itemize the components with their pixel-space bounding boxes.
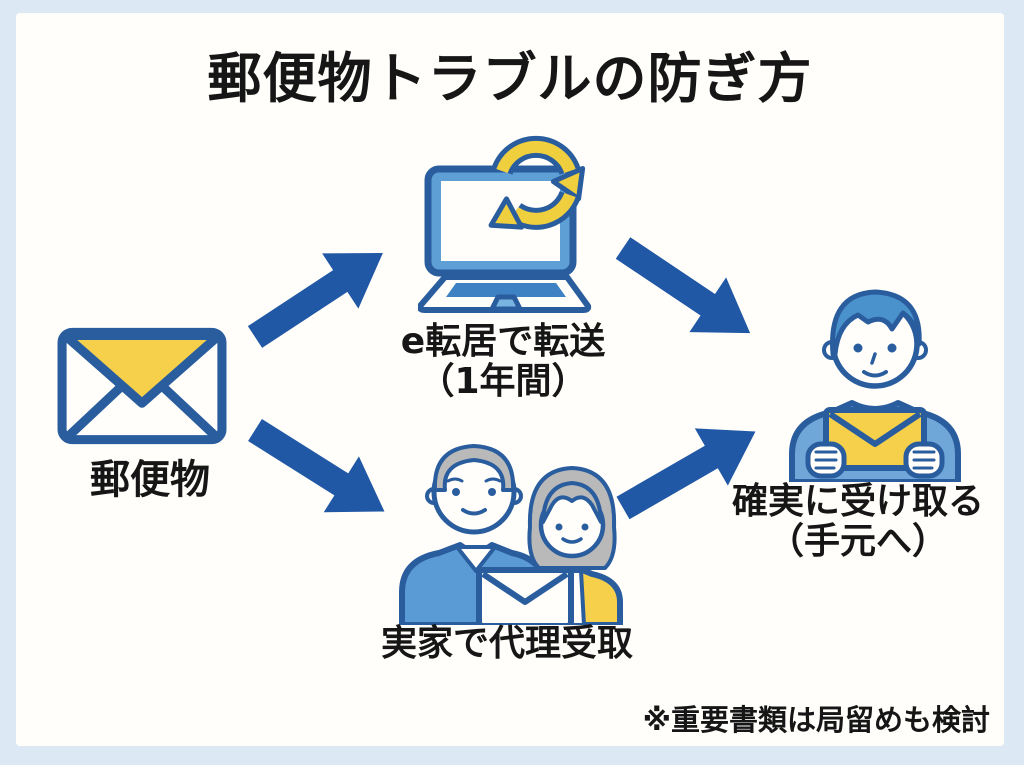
receive-label: 確実に受け取る （手元へ） [706,481,1010,563]
footnote: ※重要書類は局留めも検討 [642,703,990,737]
receive-label-line1: 確実に受け取る [731,481,984,522]
receive-label-line2: （手元へ） [767,521,948,563]
mail-label: 郵便物 [90,457,210,503]
person-holding-envelope-icon [780,282,970,482]
page-title: 郵便物トラブルの防ぎ方 [207,47,813,110]
elderly-couple-icon [394,430,644,625]
forward-label-line1: e転居で転送 [400,321,606,362]
forward-label-line2: （1年間） [418,361,588,403]
forward-label: e転居で転送 （1年間） [353,321,653,403]
proxy-label: 実家で代理受取 [380,623,633,664]
sync-arrows-icon [488,135,586,230]
laptop-sync-icon [418,131,618,316]
envelope-icon [56,326,228,446]
